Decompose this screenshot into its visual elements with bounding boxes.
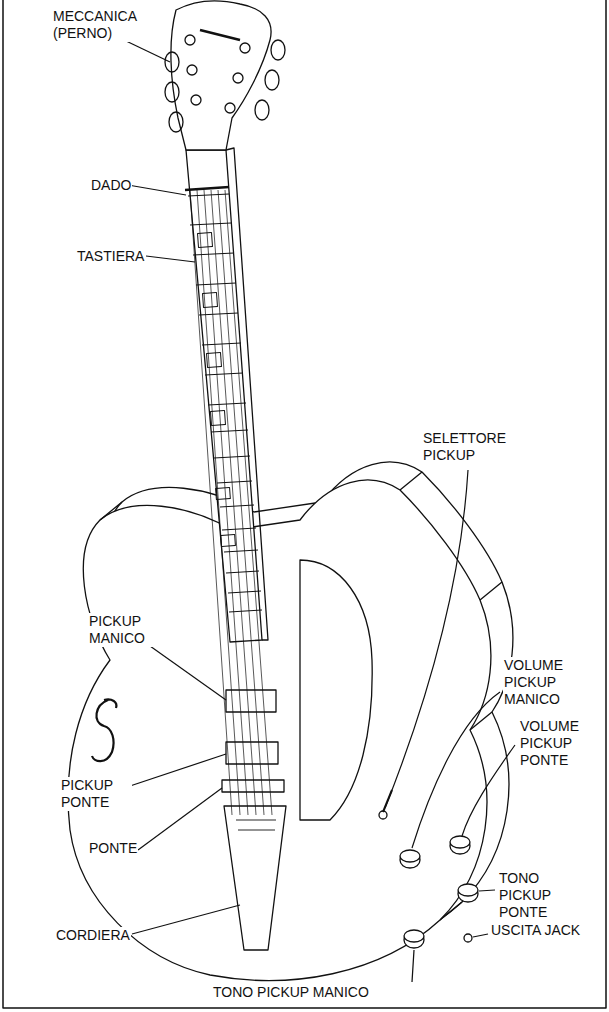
part-label: MECCANICA (PERNO) [52, 8, 149, 42]
part-label: SELETTORE PICKUP [422, 430, 514, 464]
part-label: DADO [90, 177, 132, 194]
part-label: TONO PICKUP MANICO [212, 984, 370, 1001]
part-label: TONO PICKUP PONTE [498, 870, 580, 921]
part-label: PICKUP MANICO [88, 613, 160, 647]
part-label: VOLUME PICKUP PONTE [519, 718, 596, 769]
part-label: VOLUME PICKUP MANICO [503, 657, 585, 708]
part-label: TASTIERA [76, 248, 145, 265]
part-label: CORDIERA [55, 927, 131, 944]
part-label: PICKUP PONTE [60, 777, 132, 811]
part-label: PONTE [88, 840, 138, 857]
part-label: USCITA JACK [490, 922, 581, 939]
